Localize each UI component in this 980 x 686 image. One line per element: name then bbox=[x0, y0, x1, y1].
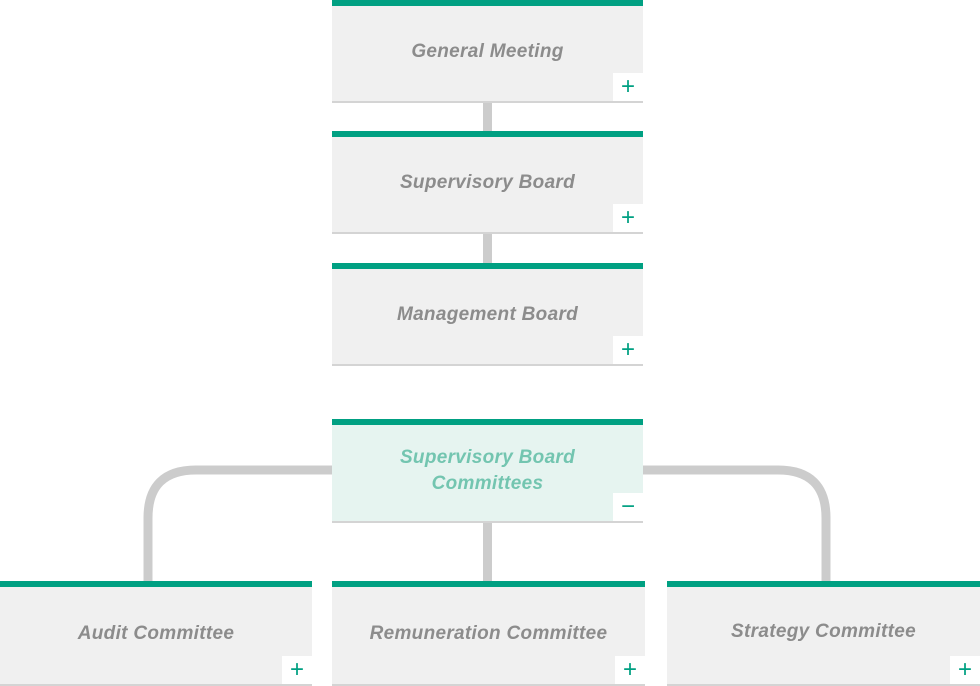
node-label: General Meeting bbox=[411, 40, 564, 62]
connector-committees-audit bbox=[143, 465, 333, 583]
minus-icon[interactable]: − bbox=[613, 493, 643, 521]
node-label: Supervisory Board bbox=[399, 171, 576, 193]
node-strategy-committee[interactable]: Strategy Committee + bbox=[667, 581, 980, 686]
node-audit-committee[interactable]: Audit Committee + bbox=[0, 581, 312, 686]
node-supervisory-board-committees[interactable]: Supervisory Board Committees − bbox=[332, 419, 643, 523]
connector-committees-remuneration bbox=[483, 521, 492, 583]
node-management-board[interactable]: Management Board + bbox=[332, 263, 643, 366]
plus-icon[interactable]: + bbox=[613, 73, 643, 101]
node-label: Remuneration Committee bbox=[369, 622, 608, 644]
plus-icon[interactable]: + bbox=[950, 656, 980, 684]
plus-icon[interactable]: + bbox=[613, 204, 643, 232]
connector-gm-sb bbox=[483, 101, 492, 132]
node-general-meeting[interactable]: General Meeting + bbox=[332, 0, 643, 103]
connector-committees-strategy bbox=[643, 465, 831, 583]
node-remuneration-committee[interactable]: Remuneration Committee + bbox=[332, 581, 645, 686]
node-label-line1: Supervisory Board bbox=[399, 447, 576, 468]
connector-sb-mb bbox=[483, 233, 492, 264]
node-label-line2: Committees bbox=[431, 473, 544, 494]
node-label: Audit Committee bbox=[77, 622, 235, 644]
node-label: Strategy Committee bbox=[731, 620, 916, 642]
node-supervisory-board[interactable]: Supervisory Board + bbox=[332, 131, 643, 234]
plus-icon[interactable]: + bbox=[613, 336, 643, 364]
node-label: Management Board bbox=[396, 303, 579, 325]
node-label: Supervisory Board Committees bbox=[380, 445, 595, 497]
plus-icon[interactable]: + bbox=[615, 656, 645, 684]
plus-icon[interactable]: + bbox=[282, 656, 312, 684]
